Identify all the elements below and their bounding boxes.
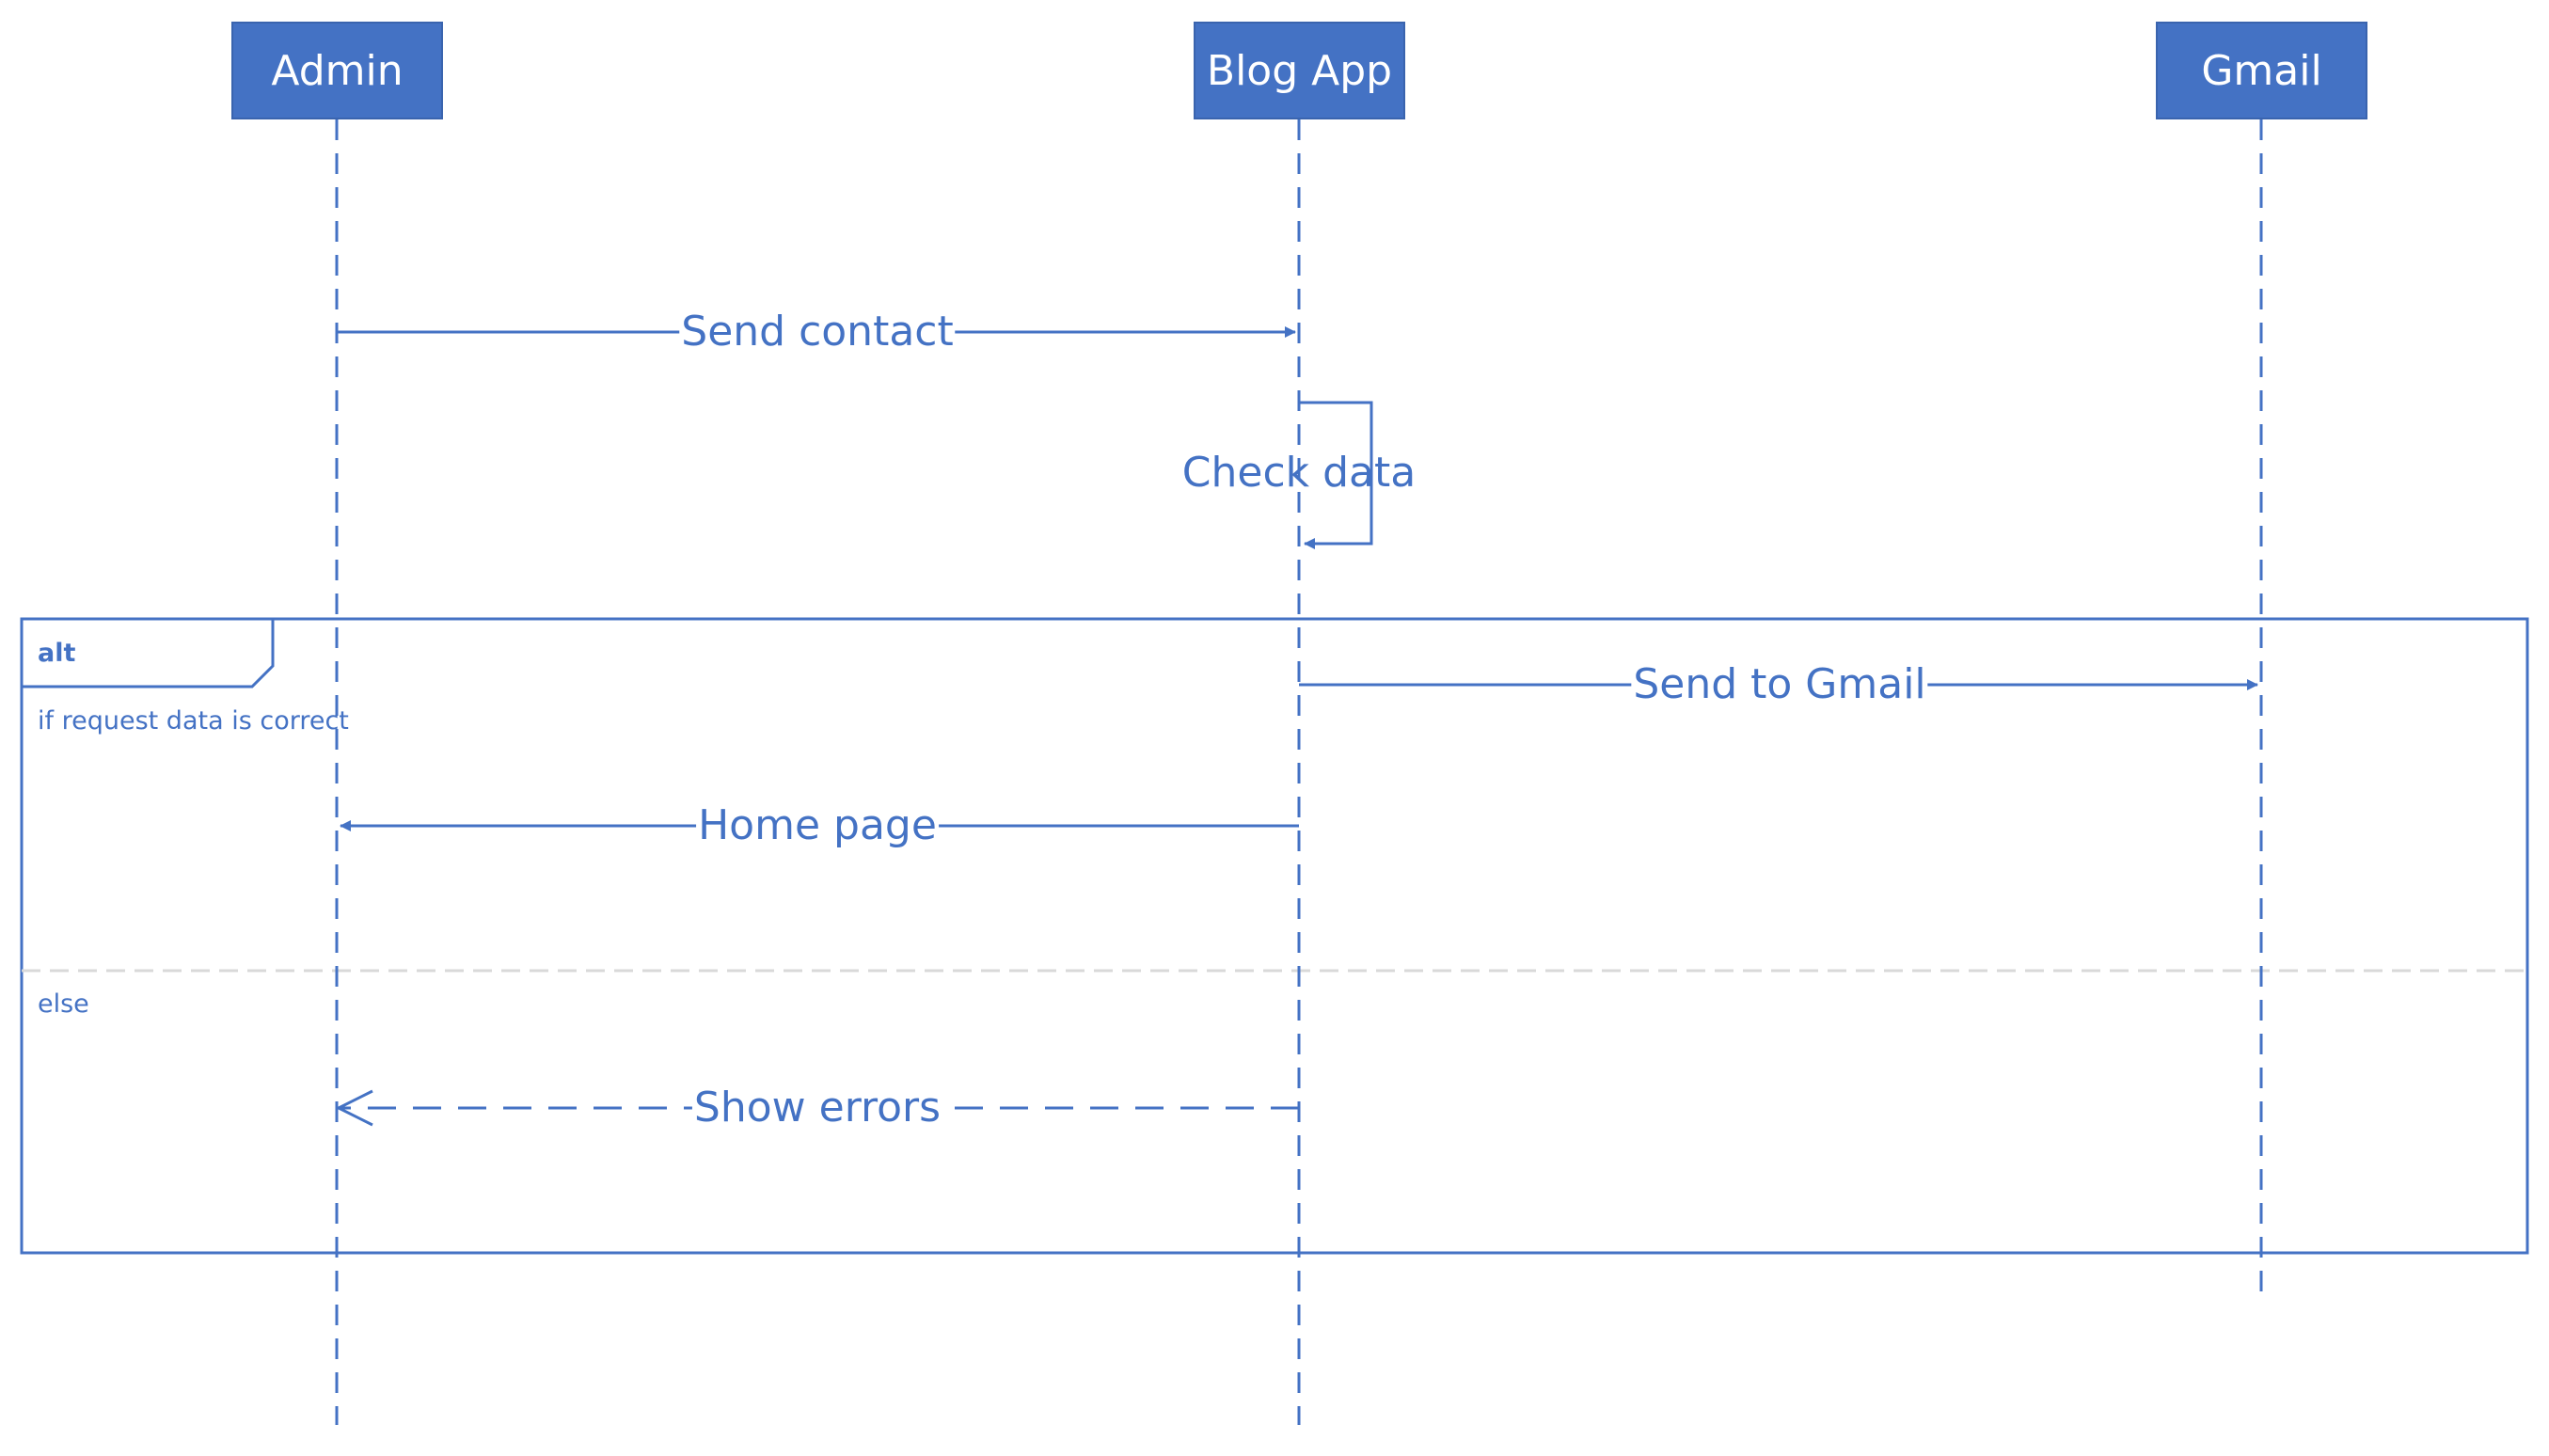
participant-blog-app: Blog App [1194,22,1405,119]
alt-operator-tab [22,619,275,688]
message-check-data-arrow [1299,401,1373,549]
open-arrowhead-icon [335,1089,373,1127]
alt-guard-label: if request data is correct [38,706,349,736]
message-check-data-label: Check data [1181,449,1417,497]
alt-operator-label: alt [38,639,76,668]
message-home-page-label: Home page [696,801,939,849]
participant-admin-label: Admin [271,46,404,95]
alt-fragment-frame [20,617,2529,1255]
participant-gmail: Gmail [2156,22,2367,119]
participant-blog-app-label: Blog App [1206,46,1393,95]
message-show-errors-label: Show errors [691,1084,943,1132]
alt-else-label: else [38,989,89,1019]
message-send-to-gmail-label: Send to Gmail [1631,660,1928,708]
participant-gmail-label: Gmail [2201,46,2322,95]
participant-admin: Admin [231,22,443,119]
message-send-contact-label: Send contact [679,308,956,356]
